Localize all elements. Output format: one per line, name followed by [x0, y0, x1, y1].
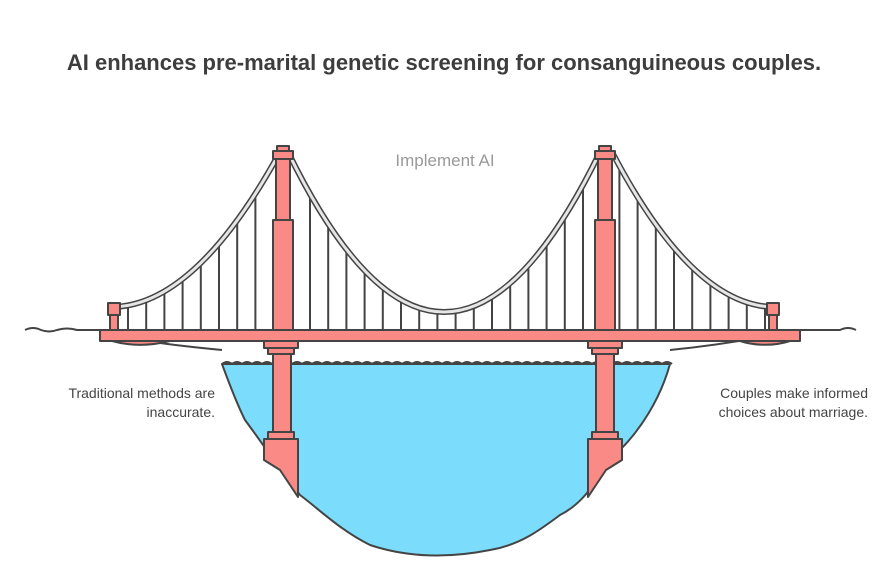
abutment-left [111, 340, 171, 346]
tower-right [587, 145, 623, 498]
deck [99, 329, 801, 342]
post-left [107, 302, 121, 331]
diagram-title: AI enhances pre-marital genetic screenin… [66, 50, 822, 75]
right-label: Couples make informed choices about marr… [718, 385, 868, 420]
left-label: Traditional methods are inaccurate. [68, 385, 215, 420]
suspender-cables [127, 165, 766, 330]
bridge-label: Implement AI [395, 151, 495, 170]
post-right [766, 302, 780, 331]
tower-left [263, 145, 299, 498]
abutment-right [739, 340, 791, 346]
